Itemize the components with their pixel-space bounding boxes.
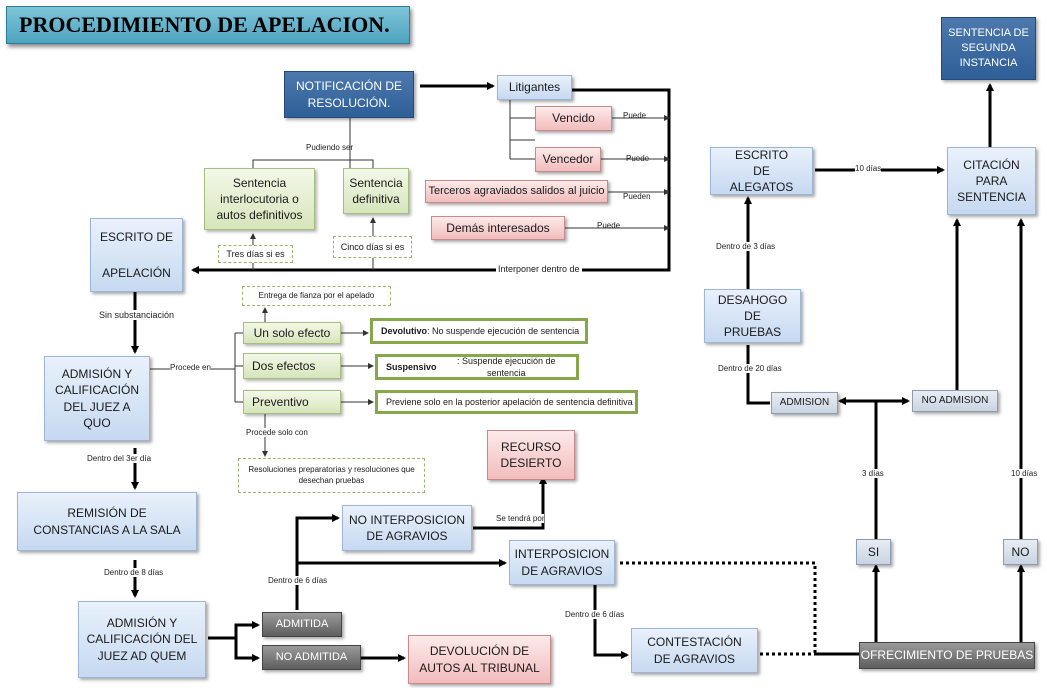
sentencia-segunda-node: SENTENCIA DE SEGUNDA INSTANCIA (941, 17, 1036, 80)
tres-dias-box: Tres días si es (218, 245, 293, 263)
admision-node: ADMISION (771, 392, 838, 414)
dentro-8-dias-label: Dentro de 8 días (104, 568, 164, 577)
devolutivo-box: Devolutivo: No suspende ejecución de sen… (370, 318, 588, 344)
entrega-fianza-box: Entrega de fianza por el apelado (242, 286, 391, 306)
contestacion-node: CONTESTACIÓN DE AGRAVIOS (631, 628, 758, 673)
previene-box: Previene solo en la posterior apelación … (375, 390, 638, 414)
admision-ad-quem-node: ADMISIÓN Y CALIFICACIÓN DEL JUEZ AD QUEM (78, 601, 206, 678)
escrito-apelacion-line1: ESCRITO DE (99, 229, 174, 244)
no-node: NO (1003, 539, 1038, 565)
desahogo-node: DESAHOGO DE PRUEBAS (704, 289, 801, 343)
dos-efectos-node: Dos efectos (243, 353, 341, 379)
pueden-label: Pueden (623, 192, 651, 201)
litigantes-node: Litigantes (497, 75, 572, 100)
escrito-apelacion-node: ESCRITO DE APELACIÓN (90, 218, 183, 292)
procede-solo-con-label: Procede solo con (246, 428, 308, 437)
dentro-20-dias-label: Dentro de 20 días (718, 364, 782, 373)
se-tendra-por-label: Se tendrá por (496, 514, 545, 523)
admitida-node: ADMITIDA (262, 612, 342, 637)
diez-dias-edge-label-1: 10 días (1011, 469, 1038, 478)
puede-label-3: Puede (597, 221, 621, 230)
escrito-alegatos-node: ESCRITO DE ALEGATOS (710, 147, 813, 195)
sentencia-definitiva-node: Sentencia definitiva (343, 168, 409, 214)
pudiendo-ser-label: Pudiendo ser (306, 143, 354, 152)
ofrecimiento-node: OFRECIMIENTO DE PRUEBAS (859, 642, 1035, 669)
vencedor-node: Vencedor (535, 147, 601, 172)
cinco-dias-box: Cinco días si es (333, 236, 412, 258)
un-solo-efecto-node: Un solo efecto (243, 322, 341, 344)
demas-node: Demás interesados (431, 216, 565, 240)
devolutivo-desc: : No suspende ejecución de sentencia (427, 325, 580, 336)
sentencia-interlocutoria-node: Sentencia interlocutoria o autos definit… (204, 168, 315, 230)
dentro-6-dias-label-1: Dentro de 6 días (268, 576, 328, 585)
suspensivo-desc: : Suspende ejecución de sentencia (456, 355, 556, 378)
page-title: PROCEDIMIENTO DE APELACION. (6, 6, 410, 44)
remision-node: REMISIÓN DE CONSTANCIAS A LA SALA (17, 492, 197, 551)
preventivo-node: Preventivo (243, 390, 341, 414)
no-admitida-node: NO ADMITIDA (262, 645, 361, 670)
dentro-3-dias-label: Dentro de 3 días (716, 242, 776, 251)
interposicion-node: INTERPOSICION DE AGRAVIOS (509, 540, 615, 585)
resoluciones-box: Resoluciones preparatorias y resolucione… (238, 458, 425, 493)
tres-dias-edge-label: 3 días (862, 469, 884, 478)
dentro-3er-dia-label: Dentro del 3er día (87, 454, 152, 463)
terceros-node: Terceros agraviados salidos al juicio (425, 180, 608, 203)
suspensivo-box: Suspensivo : Suspende ejecución de senten… (375, 354, 579, 380)
vencido-node: Vencido (535, 106, 612, 131)
suspensivo-term: Suspensivo (386, 361, 437, 372)
diez-dias-edge-label-2: 10 días (855, 164, 882, 173)
dentro-6-dias-label-2: Dentro de 6 días (565, 610, 625, 619)
admision-a-quo-node: ADMISIÓN Y CALIFICACIÓN DEL JUEZ A QUO (44, 356, 150, 441)
recurso-desierto-node: RECURSO DESIERTO (487, 430, 575, 480)
si-node: SI (856, 539, 891, 565)
escrito-apelacion-line2: APELACIÓN (102, 265, 171, 280)
notificacion-node: NOTIFICACIÓN DE RESOLUCIÓN. (284, 71, 414, 118)
no-interposicion-node: NO INTERPOSICION DE AGRAVIOS (342, 505, 472, 551)
devolucion-node: DEVOLUCIÓN DE AUTOS AL TRIBUNAL (408, 635, 551, 684)
no-admision-node: NO ADMISION (912, 390, 998, 412)
interponer-label: Interponer dentro de (496, 264, 582, 274)
citacion-node: CITACIÓN PARA SENTENCIA (947, 147, 1036, 215)
procede-en-label: Procede en (170, 363, 211, 372)
puede-label-1: Puede (623, 111, 647, 120)
puede-label-2: Puede (626, 154, 650, 163)
sin-substanciacion-label: Sin substanciación (99, 310, 175, 320)
devolutivo-term: Devolutivo (381, 325, 428, 336)
